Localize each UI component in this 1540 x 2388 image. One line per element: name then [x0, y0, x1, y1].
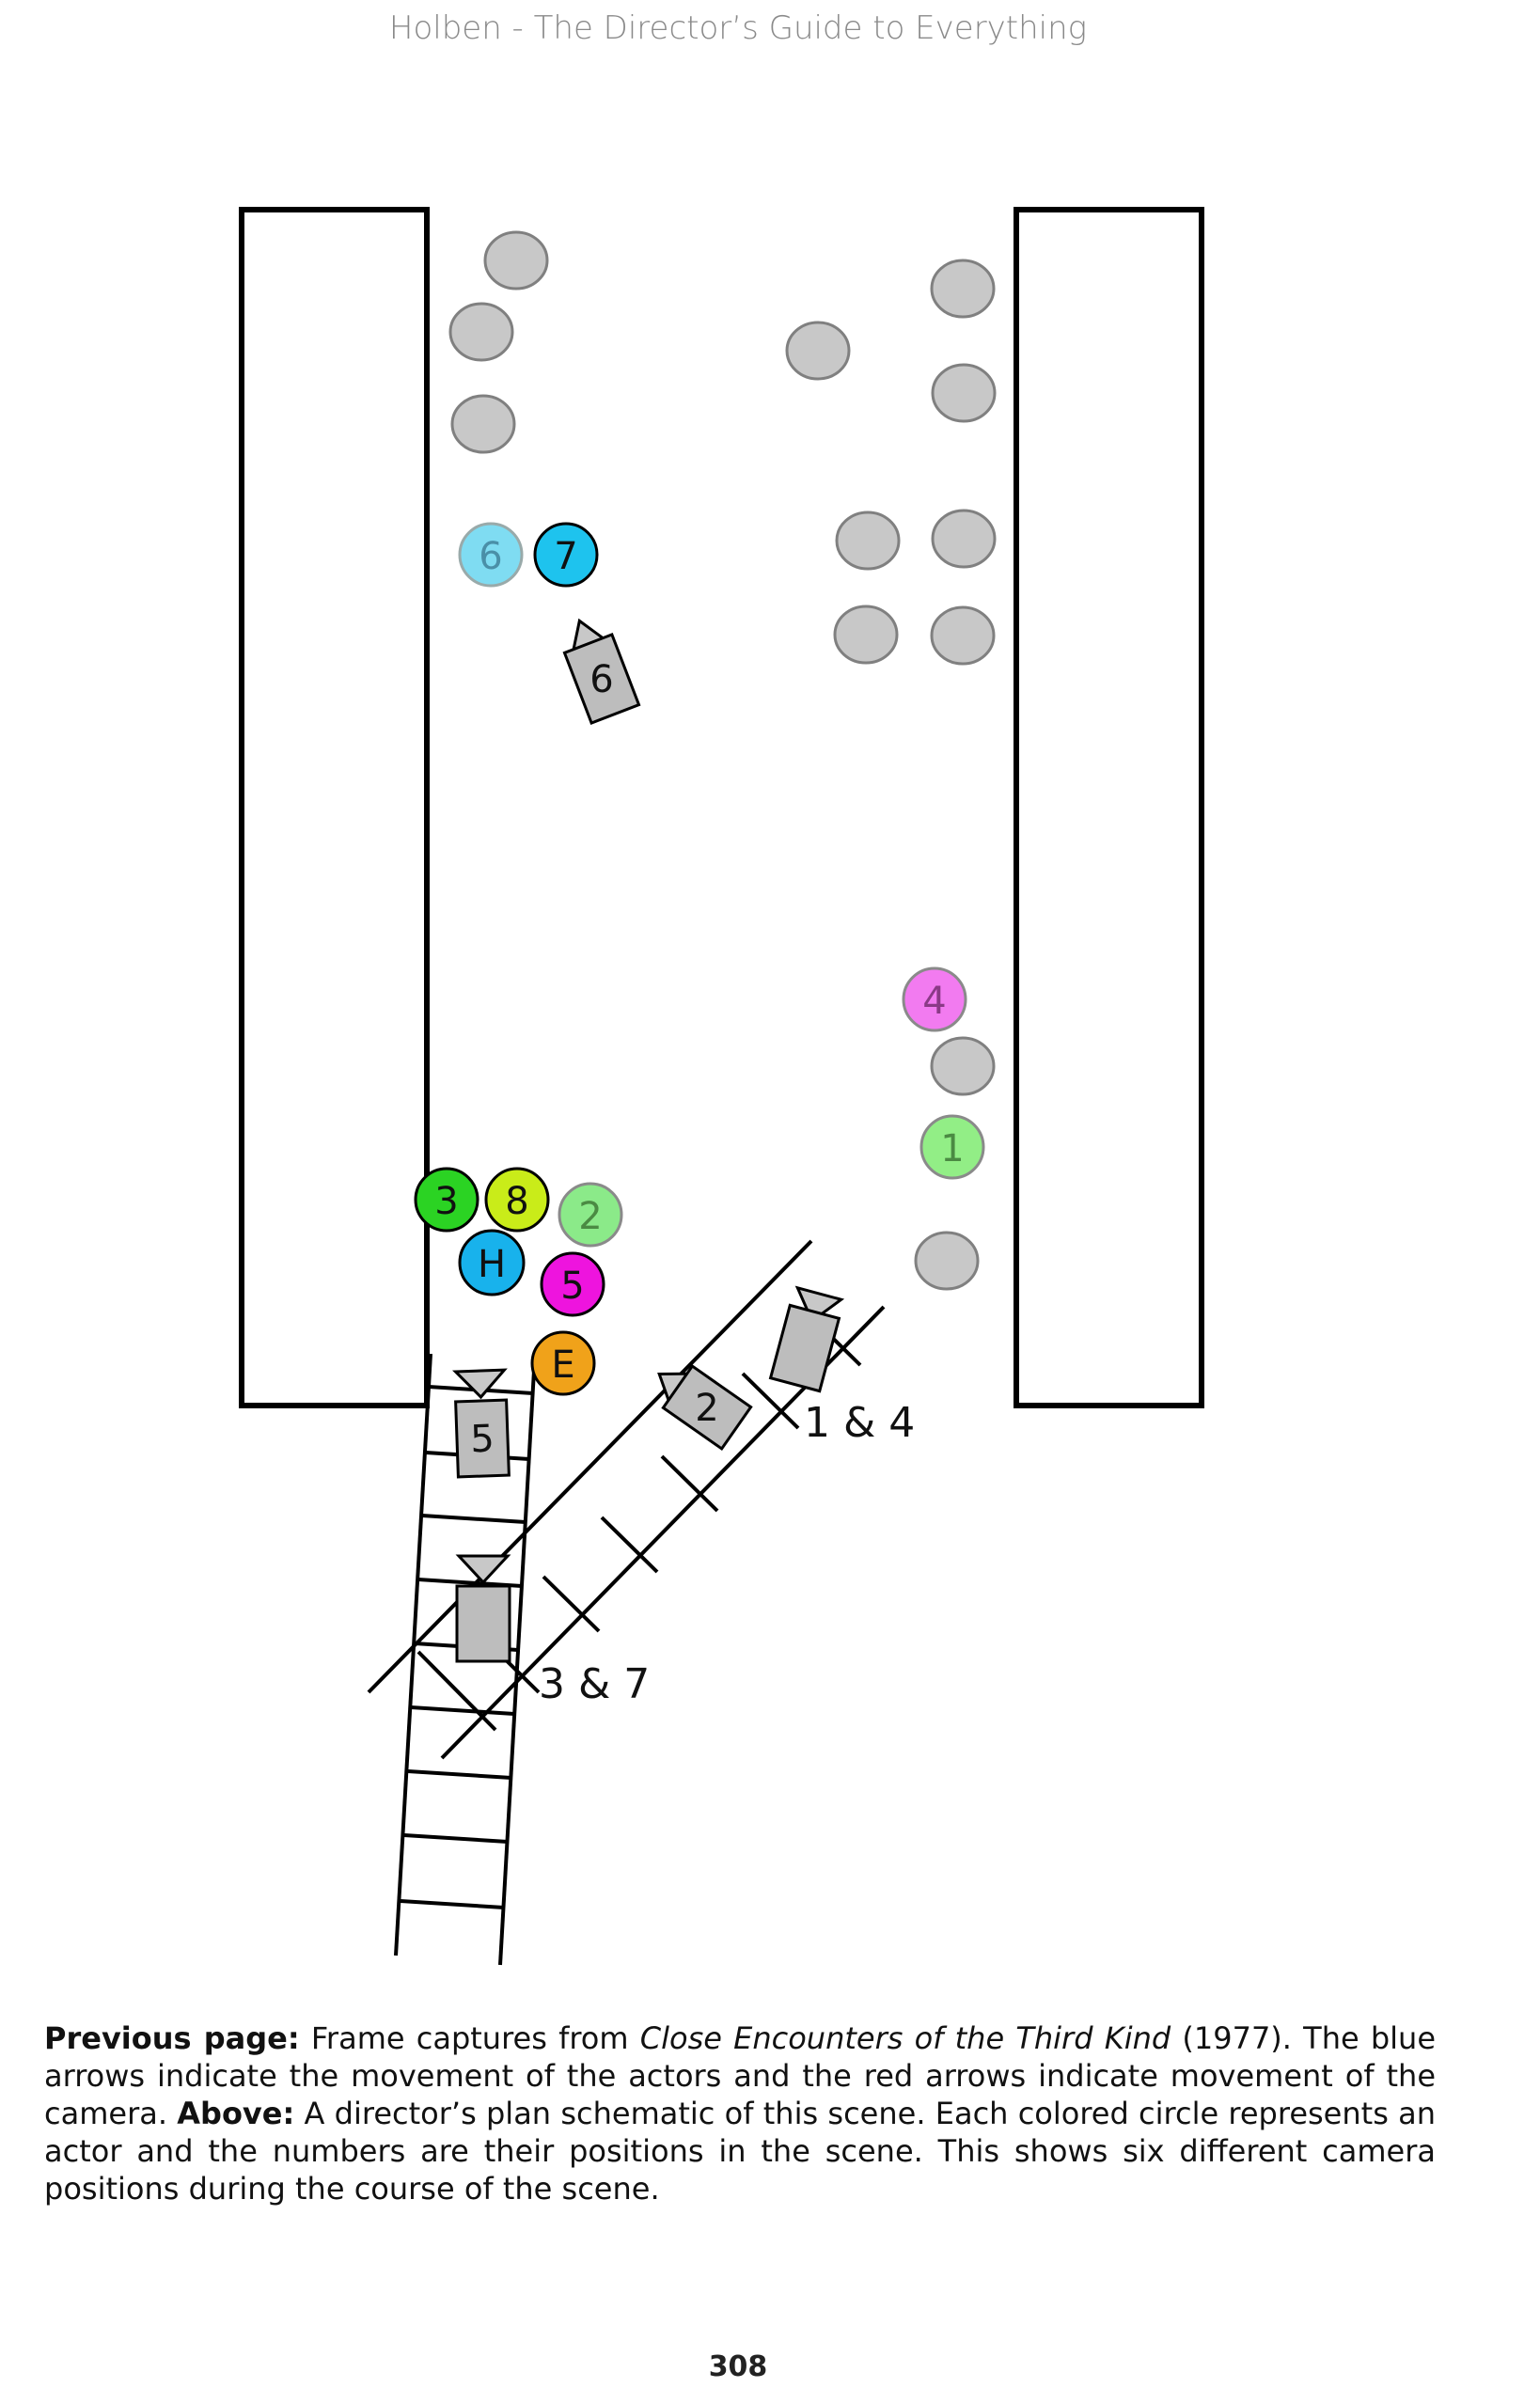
actor-6: 6 — [458, 522, 524, 588]
position-label-1-and-4: 1 & 4 — [804, 1399, 915, 1447]
camera-label: 6 — [589, 658, 613, 701]
extra-circle — [930, 1036, 996, 1096]
extra-circle — [930, 605, 996, 666]
camera-label: 2 — [695, 1387, 718, 1430]
camera-marker-5: 5 — [452, 1368, 511, 1479]
svg-text:E: E — [551, 1343, 574, 1387]
camera-body — [455, 1584, 511, 1663]
extra-circle — [914, 1231, 980, 1291]
svg-text:7: 7 — [554, 535, 577, 578]
actor-e: E — [530, 1330, 596, 1396]
camera-body — [454, 1398, 511, 1479]
extra-circle — [450, 394, 516, 454]
extra-circle — [833, 605, 899, 665]
extra-circle — [785, 321, 851, 381]
camera-label: 5 — [470, 1418, 495, 1462]
caption-above-label: Above: — [177, 2096, 295, 2131]
extra-circle — [448, 302, 514, 362]
extra-circle — [931, 509, 997, 569]
extra-circle — [835, 511, 901, 571]
actor-1: 1 — [919, 1114, 985, 1180]
left-wall — [239, 207, 430, 1408]
page-number: 308 — [708, 2350, 768, 2383]
position-label-3-and-7: 3 & 7 — [539, 1660, 650, 1708]
camera-body — [562, 633, 641, 725]
actor-h: H — [458, 1229, 526, 1296]
actor-2: 2 — [558, 1182, 623, 1248]
actor-8: 8 — [484, 1167, 550, 1233]
svg-text:8: 8 — [505, 1180, 528, 1223]
right-wall — [1014, 207, 1204, 1408]
extra-circle — [930, 259, 996, 319]
svg-text:5: 5 — [560, 1265, 584, 1308]
caption-film-title: Close Encounters of the Third Kind — [639, 2020, 1171, 2056]
camera-marker-2: 2 — [657, 1363, 753, 1452]
extra-circle — [931, 363, 997, 423]
camera-marker-1-and-4 — [768, 1285, 845, 1393]
actor-3: 3 — [414, 1167, 479, 1233]
svg-text:6: 6 — [479, 535, 502, 578]
camera-marker-3-and-7 — [455, 1554, 511, 1663]
caption-text: A director’s plan schematic of this scen… — [44, 2096, 1437, 2207]
running-header: Holben - The Director’s Guide to Everyth… — [388, 9, 1088, 47]
camera-direction-arrow — [452, 1368, 508, 1400]
actor-7: 7 — [533, 522, 599, 588]
actor-4: 4 — [902, 966, 967, 1032]
caption-text: Frame captures from — [299, 2020, 640, 2056]
camera-marker-6: 6 — [562, 618, 641, 725]
svg-text:1: 1 — [940, 1127, 964, 1170]
caption-previous-page-label: Previous page: — [44, 2020, 300, 2056]
figure-caption: Previous page: Frame captures from Close… — [44, 2019, 1436, 2207]
svg-text:3: 3 — [434, 1180, 458, 1223]
extras-group — [448, 230, 997, 1291]
camera-direction-arrow — [455, 1554, 511, 1585]
extra-circle — [483, 230, 549, 291]
svg-text:H: H — [478, 1243, 506, 1286]
actor-5: 5 — [540, 1251, 605, 1317]
caption-text: (1977). The blue arrows indicate the mov… — [44, 2020, 1437, 2131]
camera-body — [661, 1363, 753, 1452]
scene-plan-diagram: 6 2 5 1 & 4 3 & 7 6 7 4 1 — [239, 207, 1204, 1966]
camera-body — [768, 1303, 841, 1393]
svg-text:2: 2 — [578, 1195, 602, 1238]
svg-text:4: 4 — [922, 980, 946, 1023]
dolly-track-vertical — [394, 1353, 537, 1966]
